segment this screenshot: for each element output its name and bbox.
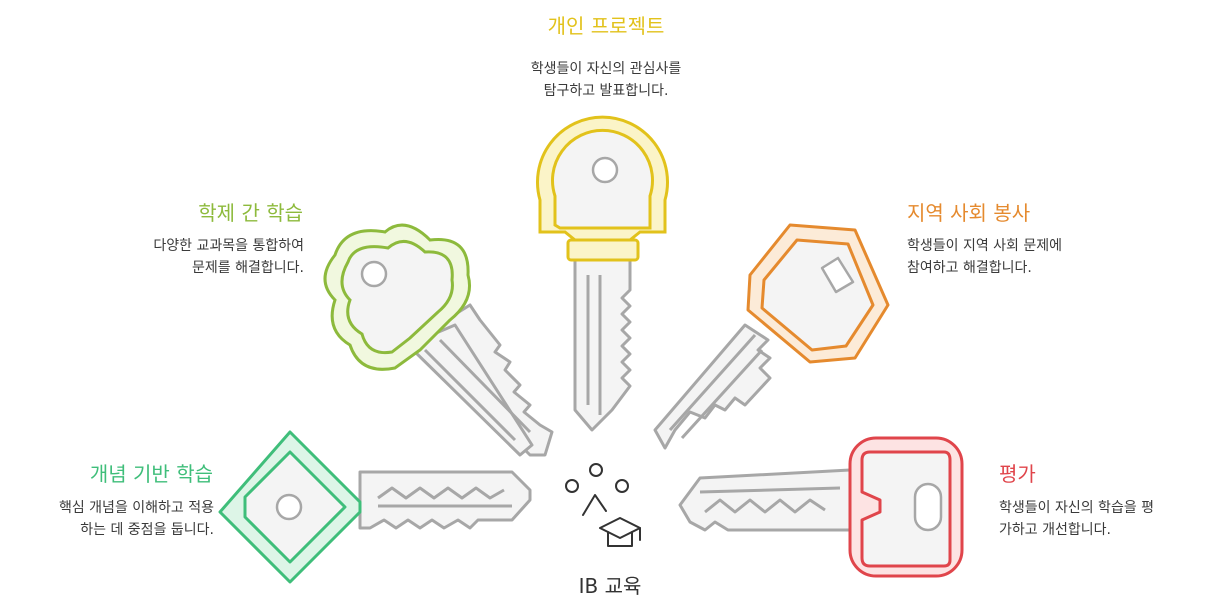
assessment-desc: 학생들이 자신의 학습을 평 가하고 개선합니다. bbox=[999, 497, 1209, 541]
personal-project-desc: 학생들이 자신의 관심사를 탐구하고 발표합니다. bbox=[480, 58, 732, 102]
center-label: IB 교육 bbox=[578, 574, 642, 598]
assessment-desc-line: 가하고 개선합니다. bbox=[999, 522, 1111, 538]
community-service-title: 지역 사회 봉사 bbox=[907, 201, 1031, 225]
concept-based-desc-line: 하는 데 중점을 둡니다. bbox=[80, 522, 214, 538]
interdisciplinary-desc-line: 문제를 해결합니다. bbox=[192, 260, 304, 276]
community-service-desc: 학생들이 지역 사회 문제에 참여하고 해결합니다. bbox=[907, 235, 1147, 279]
key-community-service bbox=[653, 223, 890, 450]
assessment-desc-line: 학생들이 자신의 학습을 평 bbox=[999, 500, 1155, 516]
community-service-desc-line: 참여하고 해결합니다. bbox=[907, 260, 1032, 276]
assessment-title: 평가 bbox=[999, 462, 1036, 486]
interdisciplinary-title: 학제 간 학습 bbox=[198, 201, 303, 225]
key-interdisciplinary bbox=[323, 223, 554, 457]
community-service-desc-line: 학생들이 지역 사회 문제에 bbox=[907, 238, 1063, 254]
key-personal-project bbox=[536, 115, 669, 432]
key-assessment bbox=[678, 436, 964, 578]
interdisciplinary-desc-line: 다양한 교과목을 통합하여 bbox=[153, 238, 304, 254]
graduation-cap-icon bbox=[565, 463, 641, 547]
concept-based-title: 개념 기반 학습 bbox=[89, 462, 213, 486]
personal-project-desc-line: 탐구하고 발표합니다. bbox=[543, 83, 669, 99]
personal-project-desc-line: 학생들이 자신의 관심사를 bbox=[530, 61, 682, 77]
personal-project-title: 개인 프로젝트 bbox=[547, 14, 665, 38]
interdisciplinary-desc: 다양한 교과목을 통합하여 문제를 해결합니다. bbox=[60, 235, 304, 279]
key-concept-based bbox=[218, 430, 532, 584]
concept-based-desc: 핵심 개념을 이해하고 적용 하는 데 중점을 둡니다. bbox=[0, 497, 214, 541]
concept-based-desc-line: 핵심 개념을 이해하고 적용 bbox=[58, 500, 214, 516]
